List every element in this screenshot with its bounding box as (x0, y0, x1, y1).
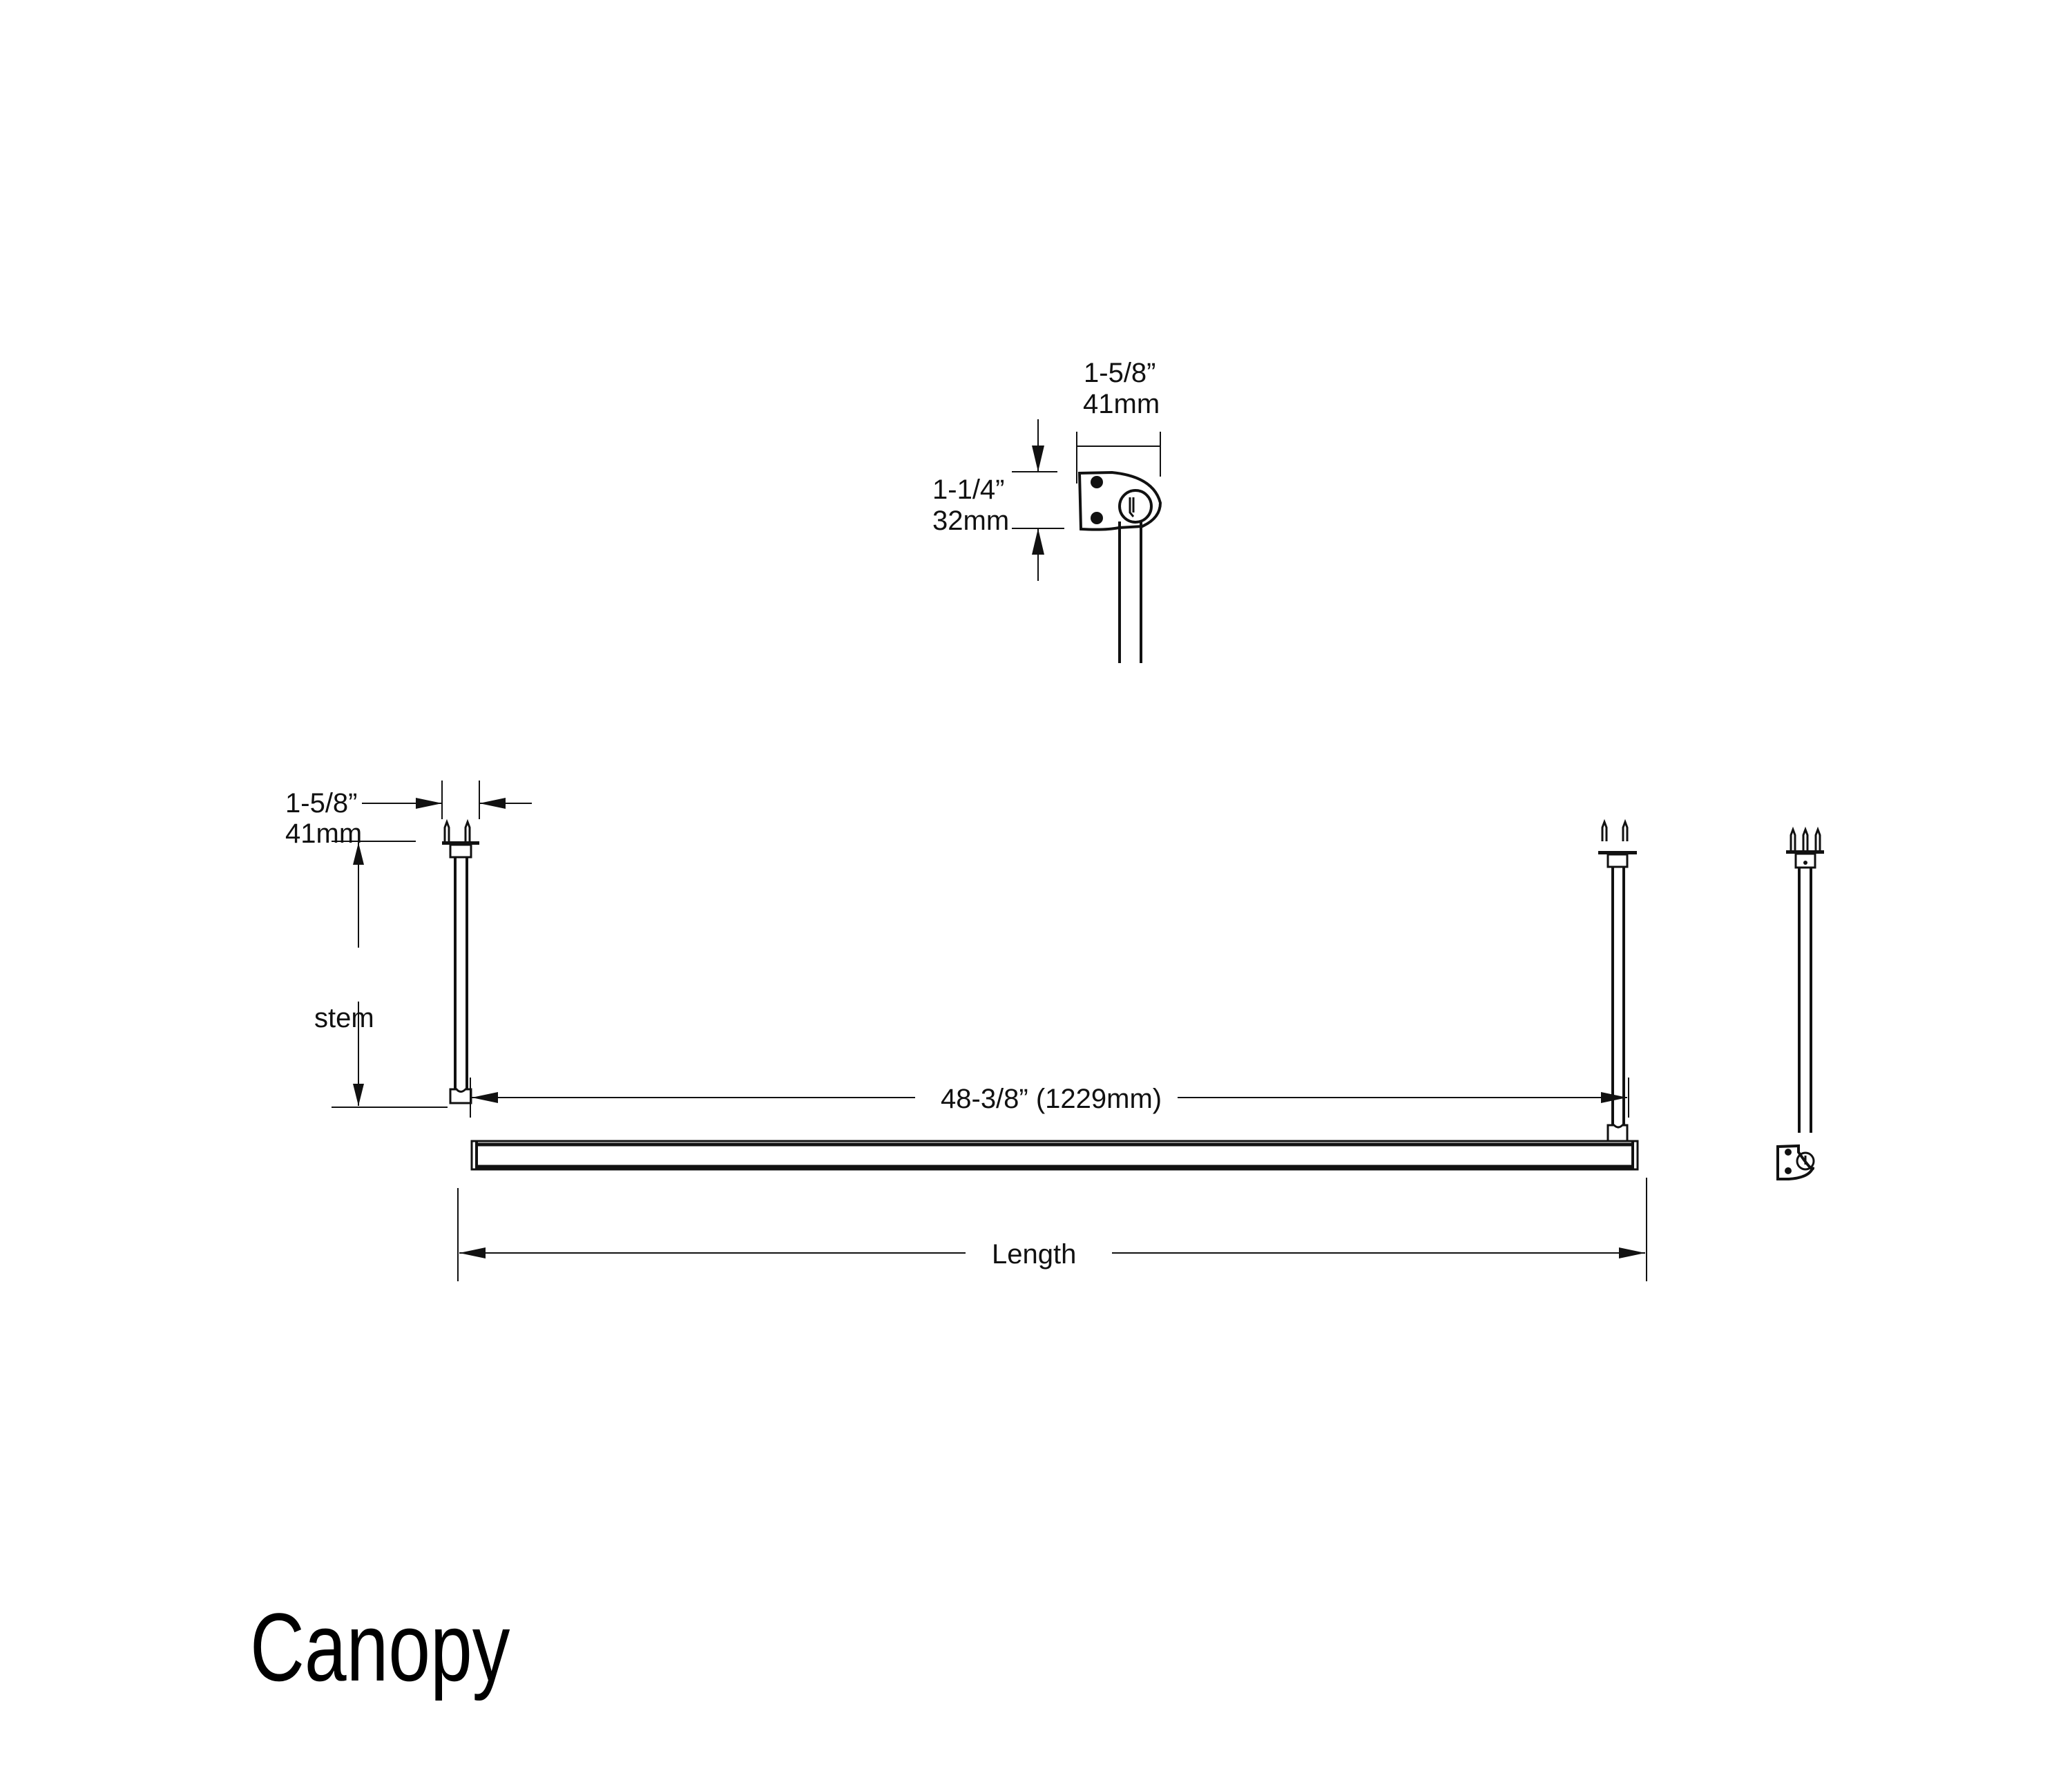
stem-width-mm: 41mm (285, 819, 362, 849)
right-stem (1598, 819, 1637, 1142)
top-detail-bracket (1012, 419, 1162, 663)
stem-width-in: 1-5/8” (285, 788, 358, 819)
side-view (1776, 826, 1824, 1180)
inner-length-label: 48-3/8” (1229mm) (941, 1084, 1162, 1114)
page-title: Canopy (250, 1593, 510, 1701)
inner-length-dimension (470, 1078, 1629, 1118)
top-height-mm: 32mm (932, 506, 1009, 536)
left-stem (332, 781, 532, 1108)
overall-length-label: Length (992, 1239, 1076, 1270)
top-width-in: 1-5/8” (1084, 358, 1156, 388)
top-width-mm: 41mm (1083, 389, 1160, 419)
overall-length-dimension (457, 1178, 1647, 1281)
top-height-in: 1-1/4” (932, 475, 1005, 505)
stem-label: stem (314, 1003, 374, 1033)
light-bar (470, 1140, 1639, 1171)
